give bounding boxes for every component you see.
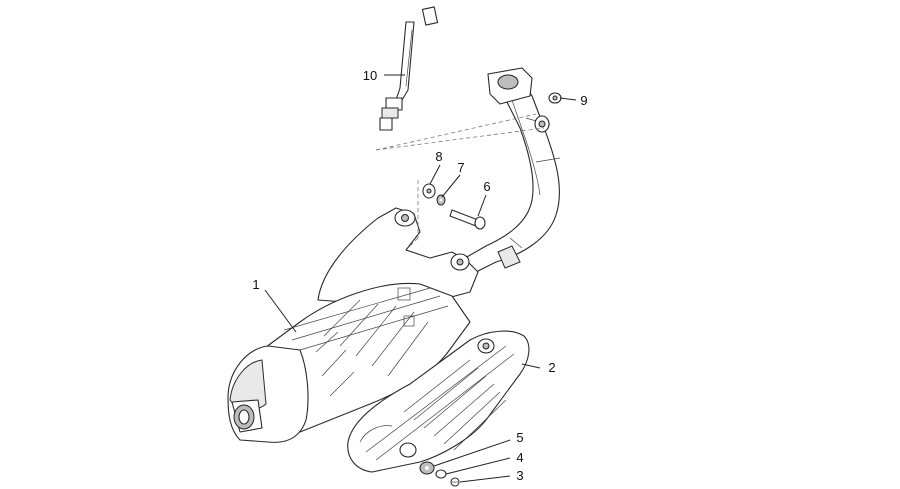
callout-10: 10: [363, 68, 377, 83]
callout-4: 4: [516, 450, 523, 465]
callout-6: 6: [483, 179, 490, 194]
callout-2: 2: [548, 360, 555, 375]
leader-lines: [264, 74, 577, 483]
heat-shield: [347, 330, 530, 473]
flat-washer-part: [422, 183, 436, 199]
grommet-part: [419, 461, 435, 475]
callout-3: 3: [516, 468, 523, 483]
assembly-dashed-line: [375, 127, 545, 151]
washer-part: [435, 469, 447, 479]
callout-5: 5: [516, 430, 523, 445]
exhaust-header-pipe: [457, 67, 561, 276]
assembly-dashed-line: [407, 180, 419, 249]
callout-7: 7: [457, 160, 464, 175]
lambda-sensor: [379, 6, 439, 131]
flange-nut-part: [548, 92, 562, 104]
callout-9: 9: [580, 93, 587, 108]
muffler-body: [227, 207, 479, 443]
bolt-part: [449, 209, 486, 230]
assembly-dashed-line: [375, 113, 537, 151]
screw-part: [450, 477, 460, 487]
callout-8: 8: [435, 149, 442, 164]
callout-1: 1: [252, 277, 259, 292]
spring-washer-part: [436, 194, 446, 206]
